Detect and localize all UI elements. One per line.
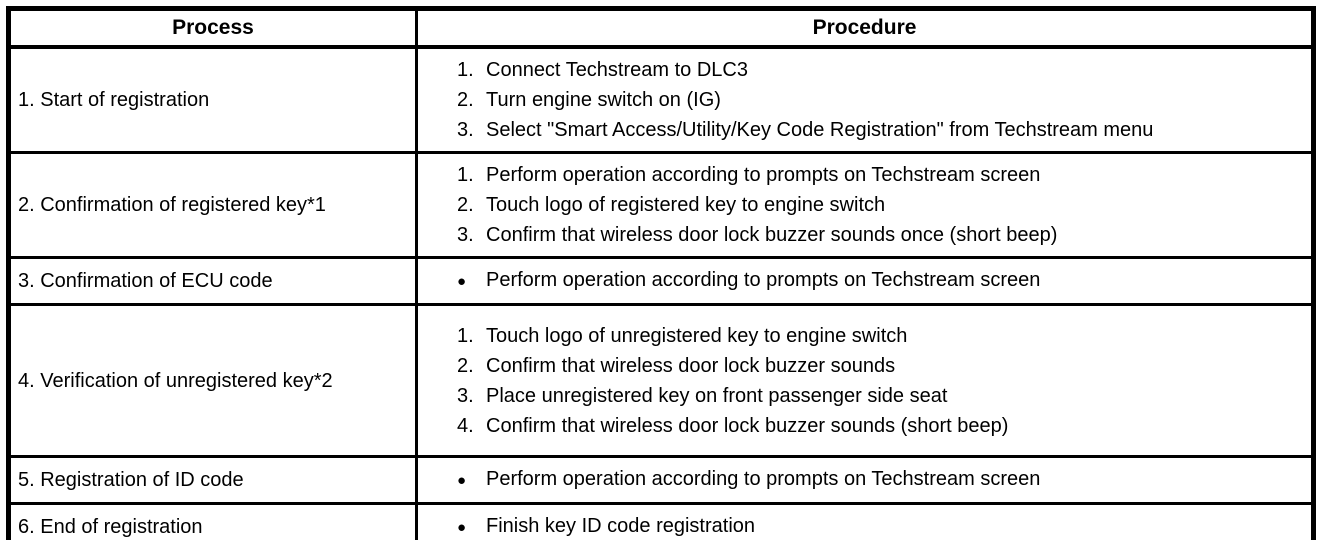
step-text: Perform operation according to prompts o… [486, 269, 1041, 291]
procedure-step: 4. Confirm that wireless door lock buzzer… [457, 411, 1307, 441]
process-cell: 2. Confirmation of registered key*1 [7, 151, 418, 259]
step-number: 1. [457, 324, 474, 347]
procedure-step: 2. Turn engine switch on (IG) [457, 85, 1307, 115]
procedure-cell: 1. Connect Techstream to DLC3 2. Turn engin… [415, 45, 1315, 154]
step-text: Select "Smart Access/Utility/Key Code Re… [486, 119, 1154, 141]
step-text: Perform operation according to prompts o… [486, 468, 1041, 490]
bullet-icon: ● [457, 273, 467, 290]
step-number: 4. [457, 414, 474, 437]
procedure-step: ● Finish key ID code registration [457, 511, 1307, 540]
table-row: 1. Start of registration 1. Connect Techst… [7, 45, 1315, 154]
step-number: 1. [457, 164, 474, 186]
procedure-step: 1. Perform operation according to prompts… [457, 160, 1307, 190]
step-number: 3. [457, 119, 474, 141]
process-cell: 5. Registration of ID code [7, 455, 418, 505]
procedure-step: 3. Confirm that wireless door lock buzzer… [457, 220, 1307, 250]
table-row: 4. Verification of unregistered key*2 1. T… [7, 303, 1315, 458]
step-text: Confirm that wireless door lock buzzer s… [486, 354, 896, 377]
step-text: Finish key ID code registration [486, 515, 756, 537]
procedure-cell: ● Perform operation according to prompts … [415, 256, 1315, 306]
table-row: 5. Registration of ID code ● Perform opera… [7, 455, 1315, 505]
step-text: Turn engine switch on (IG) [486, 89, 721, 111]
procedure-column-header: Procedure [415, 7, 1315, 49]
step-number: 1. [457, 59, 474, 81]
procedure-step: 3. Place unregistered key on front passen… [457, 381, 1307, 411]
process-cell: 4. Verification of unregistered key*2 [7, 303, 418, 458]
bullet-icon: ● [457, 472, 467, 489]
table-row: 3. Confirmation of ECU code ● Perform oper… [7, 256, 1315, 306]
procedure-cell: ● Perform operation according to prompts … [415, 455, 1315, 505]
step-number: 2. [457, 354, 474, 377]
step-text: Touch logo of registered key to engine s… [486, 194, 886, 216]
process-cell: 3. Confirmation of ECU code [7, 256, 418, 306]
registration-procedure-table: Process Procedure 1. Start of registrati… [6, 6, 1316, 540]
process-cell: 6. End of registration [7, 502, 418, 540]
bullet-icon: ● [457, 519, 467, 536]
step-text: Touch logo of unregistered key to engine… [486, 324, 908, 347]
procedure-step: 2. Confirm that wireless door lock buzzer… [457, 351, 1307, 381]
process-column-header: Process [7, 7, 418, 49]
step-number: 2. [457, 89, 474, 111]
procedure-step: 2. Touch logo of registered key to engine… [457, 190, 1307, 220]
step-text: Place unregistered key on front passenge… [486, 384, 948, 407]
procedure-step: ● Perform operation according to prompts … [457, 464, 1307, 496]
step-number: 2. [457, 194, 474, 216]
table-body: 1. Start of registration 1. Connect Techst… [7, 45, 1315, 540]
procedure-cell: 1. Perform operation according to prompts… [415, 151, 1315, 259]
procedure-step: 1. Connect Techstream to DLC3 [457, 55, 1307, 85]
step-text: Confirm that wireless door lock buzzer s… [486, 414, 1009, 437]
procedure-cell: ● Finish key ID code registration [415, 502, 1315, 540]
table-row: 6. End of registration ● Finish key ID cod… [7, 502, 1315, 540]
procedure-cell: 1. Touch logo of unregistered key to engi… [415, 303, 1315, 458]
step-number: 3. [457, 384, 474, 407]
procedure-step: ● Perform operation according to prompts … [457, 265, 1307, 297]
header-row: Process Procedure [7, 7, 1315, 49]
table-header: Process Procedure [7, 7, 1315, 49]
step-text: Connect Techstream to DLC3 [486, 59, 748, 81]
step-text: Confirm that wireless door lock buzzer s… [486, 224, 1058, 246]
step-number: 3. [457, 224, 474, 246]
procedure-step: 1. Touch logo of unregistered key to engi… [457, 321, 1307, 351]
procedure-step: 3. Select "Smart Access/Utility/Key Code … [457, 115, 1307, 145]
process-cell: 1. Start of registration [7, 45, 418, 154]
step-text: Perform operation according to prompts o… [486, 164, 1041, 186]
table-row: 2. Confirmation of registered key*1 1. Per… [7, 151, 1315, 259]
